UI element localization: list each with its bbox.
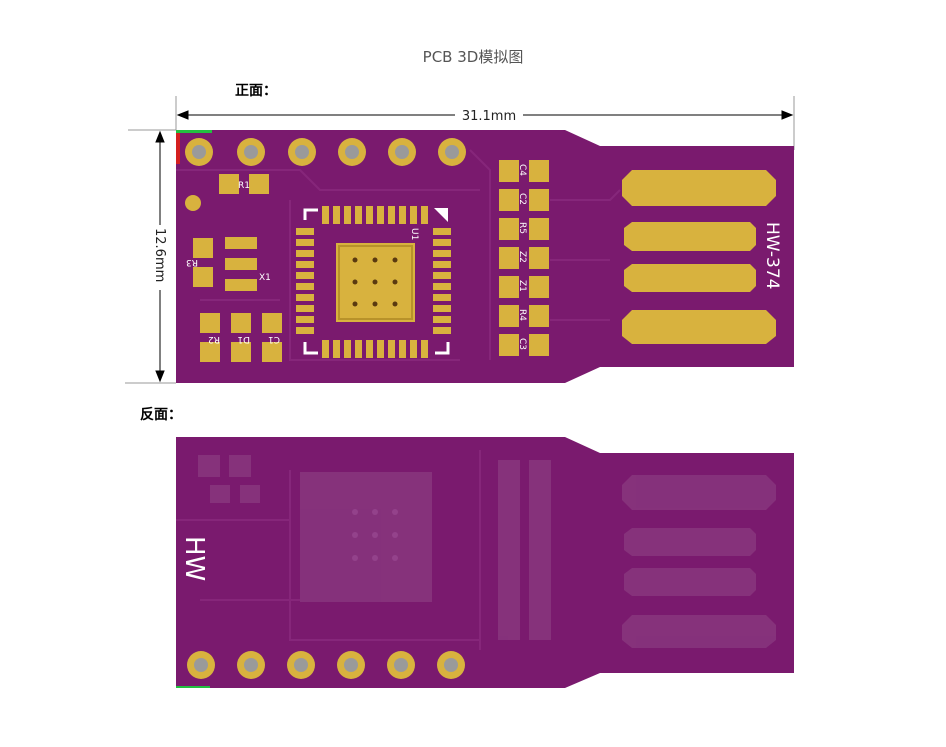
comp-label-r2: R2 <box>208 334 220 344</box>
chip-label-u1: U1 <box>409 228 419 240</box>
header-pins-back <box>187 651 465 679</box>
chip-u1: U1 <box>296 206 451 358</box>
comp-label-c4: C4 <box>517 164 527 176</box>
comp-label-c2: C2 <box>517 193 527 205</box>
height-dimension <box>125 129 176 384</box>
comp-label-c3: C3 <box>517 338 527 350</box>
comp-label-r3: R3 <box>186 257 198 267</box>
right-component-pads <box>499 160 549 356</box>
width-dimension <box>175 96 795 150</box>
comp-label-z1: Z1 <box>517 280 527 292</box>
comp-label-r4: R4 <box>517 309 527 321</box>
width-dimension-label: 31.1mm <box>462 109 516 124</box>
board-label-front: HW-374 <box>762 222 782 290</box>
back-board-outline <box>176 437 794 688</box>
comp-label-r1: R1 <box>238 181 250 191</box>
back-side-label: 反面： <box>140 407 182 423</box>
pcb-back: HW <box>176 437 794 688</box>
comp-label-r5: R5 <box>517 222 527 234</box>
header-pins-front <box>185 138 466 166</box>
pcb-front: R1 R3 X1 R2 D1 C1 <box>176 130 794 383</box>
board-label-back: HW <box>179 536 209 581</box>
usb-contacts-front <box>622 170 776 344</box>
front-side-label: 正面： <box>235 83 277 99</box>
comp-label-c1: C1 <box>268 334 280 344</box>
page-title: PCB 3D模拟图 <box>422 48 524 66</box>
height-dimension-label: 12.6mm <box>152 228 167 282</box>
comp-label-x1: X1 <box>259 273 271 283</box>
comp-label-d1: D1 <box>237 334 250 344</box>
comp-label-z2: Z2 <box>517 251 527 263</box>
